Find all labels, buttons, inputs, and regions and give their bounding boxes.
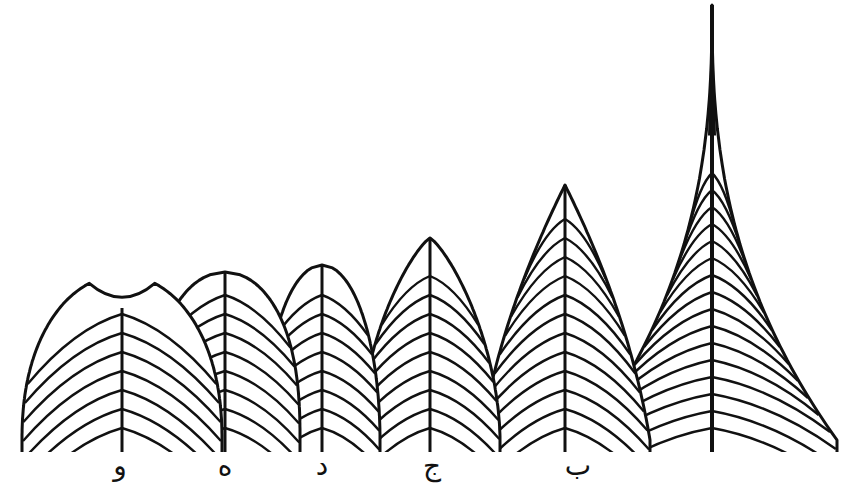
- leaf-vein: [322, 295, 368, 336]
- leaf-vein: [511, 257, 565, 317]
- leaf-vein: [122, 333, 219, 403]
- leaf-vein: [644, 292, 712, 347]
- leaf-vein: [430, 276, 478, 325]
- leaf-vein: [430, 371, 498, 420]
- leaf-vein: [712, 343, 808, 398]
- leaf-vein: [712, 309, 789, 364]
- leaf-vein: [565, 276, 625, 336]
- leaf-vein: [490, 333, 565, 393]
- leaf-vein: [322, 371, 379, 412]
- leaf-vein: [565, 314, 635, 374]
- leaf-vein: [565, 295, 630, 355]
- leaf: [480, 185, 650, 452]
- leaf-vein: [712, 377, 830, 432]
- leaf-midrib: [224, 272, 227, 452]
- leaf-vein: [505, 276, 565, 336]
- leaf-vein: [626, 326, 712, 381]
- leaf-vein: [712, 275, 772, 330]
- leaf-vein: [382, 276, 430, 325]
- leaf-vein: [430, 390, 499, 439]
- leaf-letter: و: [113, 452, 127, 480]
- leaf-outline: [22, 283, 222, 452]
- leaf-midrib: [321, 265, 324, 452]
- leaf-vein: [322, 333, 375, 374]
- leaf-vein: [122, 390, 221, 452]
- leaf-vein: [689, 173, 712, 228]
- leaf-midrib: [121, 308, 124, 452]
- leaf: [22, 283, 222, 452]
- leaf-vein: [712, 292, 780, 347]
- leaf-vein: [565, 428, 649, 452]
- leaf-vein: [565, 333, 640, 393]
- leaf-vein: [225, 390, 299, 443]
- leaf-vein: [712, 428, 836, 452]
- leaf-vein: [524, 219, 565, 279]
- leaf-vein: [122, 314, 216, 384]
- leaf-vein: [23, 428, 122, 452]
- leaf-vein: [322, 390, 379, 431]
- leaf-vein: [500, 295, 565, 355]
- leaf-vein: [122, 428, 221, 452]
- leaf-vein: [225, 295, 290, 348]
- leaf-vein: [565, 219, 606, 279]
- leaf-vein: [712, 173, 735, 228]
- leaf-midrib: [429, 238, 432, 452]
- leaf-vein: [28, 314, 122, 384]
- leaf-vein: [322, 352, 377, 393]
- leaf-vein: [712, 411, 836, 452]
- leaf-vein: [712, 326, 798, 381]
- leaf-vein: [565, 257, 619, 317]
- leaf-vein: [322, 409, 379, 450]
- leaf-vein: [495, 314, 565, 374]
- leaf-vein: [565, 409, 649, 452]
- leaf-vein: [635, 309, 712, 364]
- leaf-vein: [25, 333, 122, 403]
- leaf-vein: [430, 409, 499, 452]
- leaf-letter: د: [316, 452, 328, 480]
- leaf-vein: [712, 360, 819, 415]
- leaf-shapes: [22, 5, 837, 452]
- leaf-vein: [652, 275, 712, 330]
- leaf-letter: ه: [218, 452, 233, 480]
- drip-tip: [708, 5, 716, 136]
- leaf-vein: [23, 390, 122, 452]
- leaf-midrib: [564, 185, 567, 452]
- leaf-letter: ب: [565, 452, 591, 480]
- leaf-letter: ج: [423, 452, 441, 480]
- leaf-outline: [480, 185, 650, 452]
- leaf-vein: [225, 371, 299, 424]
- leaf-vein: [322, 314, 372, 355]
